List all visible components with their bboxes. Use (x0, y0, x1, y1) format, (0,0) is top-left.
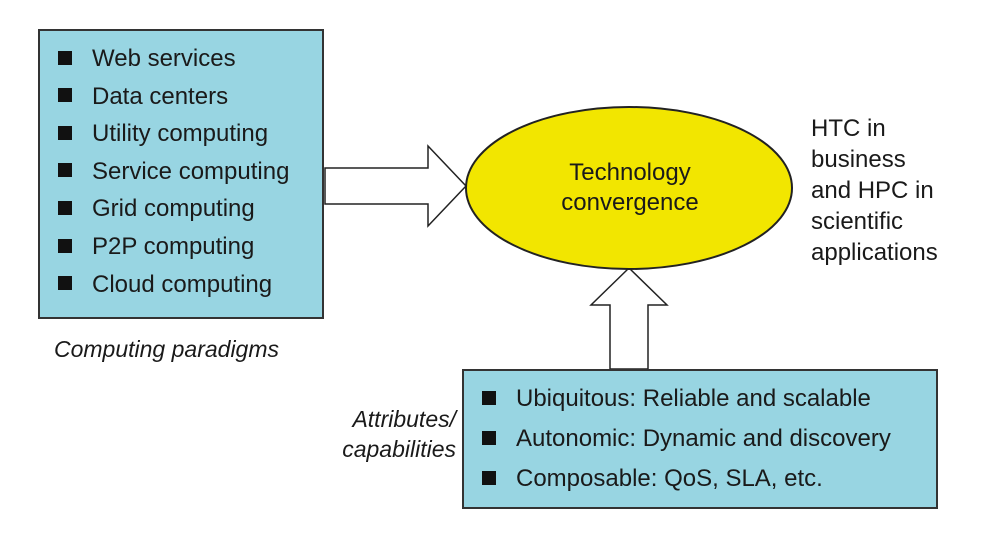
paradigm-label: Service computing (92, 157, 290, 185)
bullet-icon (58, 276, 72, 291)
bullet-icon (58, 88, 72, 103)
bullet-icon (58, 50, 72, 65)
output-text: HTC in business and HPC in scientific ap… (811, 113, 981, 268)
attribute-label: Autonomic: Dynamic and discovery (516, 425, 891, 452)
attributes-box: Ubiquitous: Reliable and scalable Autono… (462, 369, 938, 509)
list-item: Cloud computing (58, 269, 289, 307)
output-line: business (811, 146, 906, 173)
attributes-caption-line: Attributes/ (352, 406, 456, 432)
bullet-icon (58, 163, 72, 178)
list-item: Service computing (58, 156, 289, 194)
arrow-right (324, 144, 468, 228)
attributes-caption-line: capabilities (342, 436, 456, 462)
bullet-icon (58, 238, 72, 253)
arrow-up (589, 266, 669, 370)
convergence-ellipse (465, 106, 793, 270)
attributes-caption: Attributes/ capabilities (322, 404, 456, 464)
attributes-list: Ubiquitous: Reliable and scalable Autono… (482, 381, 891, 501)
paradigm-label: Grid computing (92, 195, 255, 223)
output-line: and HPC in (811, 177, 934, 204)
convergence-label-line: convergence (561, 189, 699, 216)
paradigms-box: Web services Data centers Utility comput… (38, 29, 324, 319)
bullet-icon (58, 125, 72, 140)
paradigm-label: Utility computing (92, 120, 269, 148)
list-item: Grid computing (58, 193, 289, 231)
list-item: Data centers (58, 81, 289, 119)
paradigm-label: Cloud computing (92, 270, 273, 298)
paradigms-list: Web services Data centers Utility comput… (58, 43, 289, 306)
list-item: Ubiquitous: Reliable and scalable (482, 381, 891, 421)
output-line: scientific (811, 208, 904, 235)
bullet-icon (482, 470, 496, 485)
attribute-label: Ubiquitous: Reliable and scalable (516, 385, 871, 412)
list-item: Composable: QoS, SLA, etc. (482, 461, 891, 501)
convergence-label-line: Technology (569, 159, 691, 186)
paradigms-caption: Computing paradigms (54, 336, 280, 362)
convergence-label: Technology convergence (510, 158, 750, 218)
paradigm-label: Data centers (92, 82, 229, 110)
output-line: HTC in (811, 115, 886, 142)
bullet-icon (482, 430, 496, 445)
list-item: Utility computing (58, 118, 289, 156)
attribute-label: Composable: QoS, SLA, etc. (516, 465, 823, 492)
paradigm-label: Web services (92, 45, 236, 72)
paradigm-label: P2P computing (92, 232, 255, 260)
bullet-icon (482, 390, 496, 405)
list-item: Autonomic: Dynamic and discovery (482, 421, 891, 461)
list-item: Web services (58, 43, 289, 81)
output-line: applications (811, 239, 938, 266)
bullet-icon (58, 201, 72, 216)
list-item: P2P computing (58, 231, 289, 269)
